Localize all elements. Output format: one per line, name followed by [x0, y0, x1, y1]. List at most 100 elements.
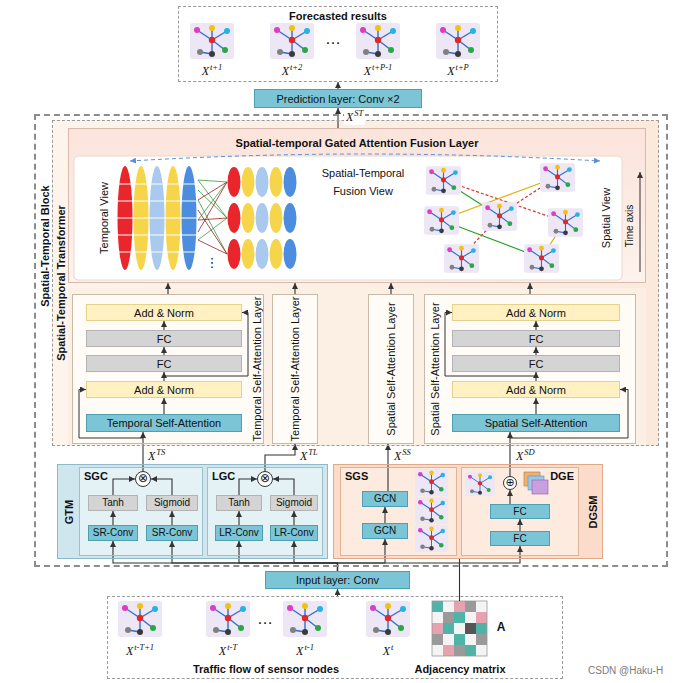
graph-icon	[415, 525, 448, 552]
node-text: Spatial-temporal Gated Attention Fusion …	[69, 137, 645, 150]
connector	[293, 511, 294, 525]
multiply-symbol: ⊗	[257, 471, 273, 487]
region-fill	[68, 128, 646, 283]
node-text: Traffic flow of sensor nodes	[166, 663, 366, 676]
temporal-view-figure	[270, 167, 283, 197]
spatial-view-figure	[444, 244, 479, 273]
conv-box: LR-Conv	[270, 525, 318, 541]
label-group: Xt-T+1	[126, 643, 154, 659]
add-norm-box: Add & Norm	[86, 381, 242, 398]
formula-label: t-1	[304, 643, 313, 653]
graph-icon	[366, 601, 410, 637]
region-fill	[368, 294, 414, 444]
node-text: Temporal Self-Attention	[107, 417, 221, 430]
annotation-label: …	[325, 30, 341, 48]
node-text: SGS	[345, 470, 368, 483]
input-panel: Traffic flow of sensor nodesAAdjacency m…	[107, 596, 563, 679]
region-fill	[52, 120, 659, 559]
formula-label: X	[364, 65, 371, 79]
spatial-view-figure	[540, 163, 575, 192]
formula-label: SS	[402, 448, 411, 458]
node-text: ⊗	[138, 472, 148, 486]
connector	[294, 283, 295, 294]
node-text: FC	[157, 332, 172, 345]
node-text: SGC	[84, 470, 108, 483]
connector	[163, 398, 164, 414]
formula-label: t-T	[227, 643, 237, 653]
formula-label: X	[219, 645, 226, 659]
module-frame: DGSMSGSGCNGCNDGE⊕FCFC	[333, 464, 603, 559]
label-group: ⋮	[206, 256, 219, 271]
node-text: Temporal Self-Attention Layer	[290, 297, 301, 442]
temporal-view-figure	[256, 203, 269, 233]
formula-label: X	[126, 645, 133, 659]
temporal-view-figure	[284, 167, 297, 197]
connector	[519, 519, 520, 531]
temporal-view-figure	[242, 167, 255, 197]
label-group: Spatial View	[601, 188, 612, 248]
input-layer: Input layer: Conv	[265, 571, 410, 589]
connector	[535, 398, 536, 414]
formula-label: TL	[308, 448, 317, 458]
graph-icon	[206, 601, 250, 637]
connector	[337, 82, 338, 89]
node-text: ⊕	[505, 477, 514, 490]
connector	[509, 490, 510, 504]
label-group: Xt-T	[219, 643, 237, 659]
activation-box: Tanh	[88, 495, 138, 511]
formula-label: X	[383, 645, 390, 659]
connector	[163, 372, 164, 381]
attention-layer: Spatial Self-Attention LayerAdd & NormFC…	[424, 294, 636, 444]
graph-icon	[415, 497, 448, 524]
node-text: GCN	[374, 525, 396, 537]
fc-box: FC	[490, 504, 550, 519]
label-group: XSS	[394, 448, 411, 464]
temporal-view-figure	[116, 184, 198, 252]
temporal-view-figure	[242, 203, 255, 233]
temporal-view-figure	[270, 203, 283, 233]
label-group: Temporal View	[99, 182, 110, 254]
connector	[163, 321, 164, 330]
node-text: SR-Conv	[152, 527, 193, 539]
node-text: Add & Norm	[134, 383, 194, 396]
activation-box: Sigmoid	[270, 495, 318, 511]
submodule-box: SGC ⊗Tanh SigmoidSR-Conv SR-Conv	[79, 467, 203, 556]
connector	[142, 432, 143, 471]
formula-label: X	[447, 65, 454, 79]
fusion-layer: Spatial-temporal Gated Attention Fusion …	[68, 128, 646, 283]
connector	[337, 108, 338, 128]
node-text: SR-Conv	[93, 527, 134, 539]
spatial-view-figure	[424, 206, 459, 235]
node-text: ⊗	[260, 472, 270, 486]
conv-box: LR-Conv	[215, 525, 263, 541]
submodule-box: SGSGCNGCN	[340, 467, 457, 556]
label-group: Xt-1	[296, 643, 314, 659]
temporal-view-figure	[198, 182, 227, 254]
embedding-stack	[524, 472, 548, 494]
submodule-box: DGE⊕FCFC	[461, 467, 579, 556]
connector	[509, 432, 510, 476]
add-symbol: ⊕	[503, 476, 517, 490]
temporal-view-figure	[270, 239, 283, 269]
temporal-view-figure	[116, 166, 297, 270]
fc-box: FC	[452, 330, 620, 347]
graph-icon	[190, 23, 234, 59]
matrix-cells	[432, 601, 487, 656]
fc-box: FC	[490, 531, 550, 546]
region-fill	[68, 288, 646, 445]
matrix-cells	[432, 601, 487, 656]
formula-label: t+1	[210, 63, 222, 73]
region-fill	[57, 464, 328, 559]
annotation-label: Spatial-Temporal Fusion View	[322, 167, 405, 197]
label-group: XST	[344, 109, 365, 125]
temporal-view-figure	[256, 239, 269, 269]
formula-label: TS	[156, 448, 165, 458]
node-text: GTM	[64, 499, 75, 523]
add-norm-box: Add & Norm	[452, 381, 620, 398]
node-text: Sigmoid	[154, 497, 190, 509]
temporal-view-figure	[242, 239, 255, 269]
matrix-cells	[432, 601, 487, 656]
annotation-label: CSDN @Haku-H	[588, 665, 663, 677]
region-fill	[79, 467, 203, 556]
